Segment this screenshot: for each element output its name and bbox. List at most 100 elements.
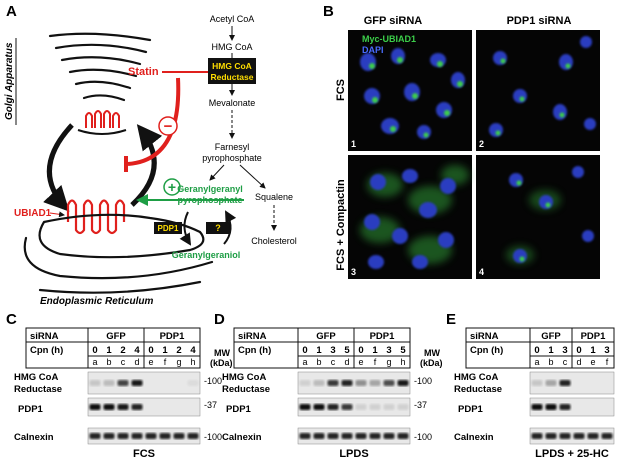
gfp-group-label: GFP: [541, 331, 561, 342]
plus-sign: +: [168, 179, 176, 195]
gg-pp-line2: pyrophosphate: [177, 195, 242, 205]
lane-label: a: [92, 357, 97, 367]
band: [117, 404, 129, 410]
lane-label: d: [134, 357, 139, 367]
acetyl-coa: Acetyl CoA: [210, 14, 255, 24]
golgi-vesicle: [77, 129, 127, 135]
time-label: 0: [576, 345, 581, 356]
band: [327, 433, 339, 439]
lane-label: h: [190, 357, 195, 367]
squalene: Squalene: [255, 192, 293, 202]
marker-100-calnexin: -100: [204, 432, 222, 442]
row-label-calnexin: Calnexin: [14, 432, 54, 443]
time-label: 0: [92, 345, 97, 356]
row-label-reductase: Reductase: [14, 384, 62, 395]
band: [545, 380, 557, 386]
pdp1-group-label: PDP1: [370, 331, 396, 342]
tile-number-1: 1: [351, 139, 356, 149]
ubiad1-golgi-coil: [85, 110, 120, 128]
cpn-label: Cpn (h): [238, 345, 271, 356]
band: [299, 433, 311, 439]
mw-label: MW: [214, 348, 230, 358]
cpn-label: Cpn (h): [30, 345, 63, 356]
time-label: 1: [316, 345, 322, 356]
band: [369, 433, 381, 439]
pdp1-box: [154, 222, 182, 234]
band: [383, 404, 395, 410]
cholesterol: Cholesterol: [251, 236, 297, 246]
time-label: 3: [604, 345, 609, 356]
band: [355, 404, 367, 410]
row-label-hmgcoa: HMG CoA: [454, 372, 498, 383]
ubiad1-label: UBIAD1: [14, 208, 52, 219]
gg-pp-line1: Geranylgeranyl: [177, 184, 243, 194]
band: [531, 380, 543, 386]
blot-strip: [529, 371, 615, 395]
band: [103, 404, 115, 410]
band: [383, 380, 395, 386]
row-label-pdp1: PDP1: [226, 404, 252, 415]
time-label: 3: [562, 345, 567, 356]
lane-label: f: [164, 357, 167, 367]
band: [383, 433, 395, 439]
time-label: 5: [344, 345, 350, 356]
pdp1-group-label: PDP1: [581, 331, 607, 342]
statin-label: Statin: [128, 66, 159, 78]
time-label: 0: [302, 345, 307, 356]
band: [397, 404, 409, 410]
blot-strip: [87, 371, 201, 395]
lane-label: e: [590, 357, 595, 367]
ubiad1-pointer: [49, 211, 65, 218]
lane-label: d: [576, 357, 581, 367]
band: [103, 433, 115, 439]
header-table: [465, 327, 615, 369]
band: [369, 380, 381, 386]
band: [103, 380, 115, 386]
band: [313, 404, 325, 410]
time-label: 1: [590, 345, 596, 356]
band: [341, 380, 353, 386]
col-gfp-sirna: GFP siRNA: [364, 15, 423, 27]
band: [187, 380, 199, 386]
golgi-label: Golgi Apparatus: [4, 42, 15, 120]
unknown-box: [206, 222, 230, 234]
arrow-gg-to-ggol: [179, 211, 192, 246]
reductase-line2: Reductase: [211, 72, 254, 82]
red-inhibit-curve: [127, 77, 181, 166]
blot-strip: [529, 397, 615, 417]
band: [559, 404, 571, 410]
sirna-label: siRNA: [470, 331, 499, 342]
panel-label-a: A: [6, 3, 17, 20]
band: [397, 433, 409, 439]
lane-label: b: [548, 357, 553, 367]
lane-label: a: [302, 357, 307, 367]
cycle-arrow-right: [130, 124, 163, 207]
row-label-hmgcoa: HMG CoA: [222, 372, 266, 383]
blot-strip: [87, 397, 201, 417]
farnesyl-line1: Farnesyl: [215, 142, 250, 152]
col-pdp1-sirna: PDP1 siRNA: [507, 15, 572, 27]
condition-label: FCS: [133, 448, 155, 460]
sirna-label: siRNA: [30, 331, 59, 342]
band: [341, 404, 353, 410]
panel-label-e: E: [446, 311, 456, 328]
time-label: 4: [190, 345, 196, 356]
cells-tile-4: [506, 166, 594, 264]
time-label: 2: [176, 345, 181, 356]
row-label-calnexin: Calnexin: [454, 432, 494, 443]
marker-100: -100: [414, 376, 432, 386]
sirna-label: siRNA: [238, 331, 267, 342]
band: [89, 380, 101, 386]
time-label: 0: [534, 345, 539, 356]
legend-myc-ubiad1: Myc-UBIAD1: [362, 34, 416, 44]
kda-label: (kDa): [210, 358, 233, 368]
time-label: 1: [162, 345, 168, 356]
tile-number-4: 4: [479, 267, 484, 277]
arrow-farnesyl-squalene: [239, 164, 266, 189]
band: [187, 433, 199, 439]
unknown-enzyme: ?: [215, 223, 221, 233]
minus-circle: [158, 116, 178, 136]
band: [327, 380, 339, 386]
band: [355, 433, 367, 439]
mevalonate: Mevalonate: [209, 98, 256, 108]
